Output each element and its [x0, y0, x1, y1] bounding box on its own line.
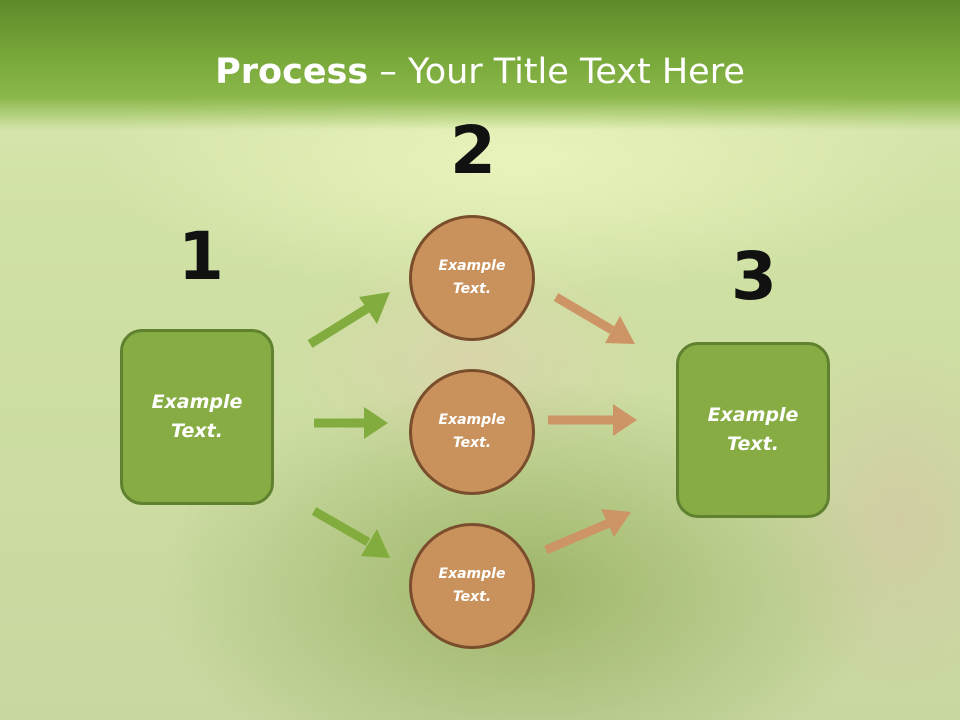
step-3-box: Example Text. — [676, 342, 830, 518]
step-number-2: 2 — [450, 112, 496, 189]
step-number-3: 3 — [731, 238, 777, 315]
arrow-green-down — [311, 507, 390, 558]
arrow-tan-down — [553, 293, 635, 344]
step-1-text: Example Text. — [151, 391, 243, 442]
step-2-circle-bottom: Example Text. — [409, 523, 535, 649]
circle-text-bottom: Example Text. — [438, 566, 506, 605]
step-3-text: Example Text. — [707, 404, 799, 455]
step-number-1: 1 — [178, 218, 224, 295]
circle-text-middle: Example Text. — [438, 412, 506, 451]
arrow-tan-up — [544, 509, 631, 555]
step-1-box: Example Text. — [120, 329, 274, 505]
arrow-green-right — [314, 407, 388, 439]
step-2-circle-middle: Example Text. — [409, 369, 535, 495]
title-rest: – Your Title Text Here — [368, 52, 745, 92]
title-bold: Process — [215, 52, 369, 92]
circle-text-top: Example Text. — [438, 258, 506, 297]
step-2-circle-top: Example Text. — [409, 215, 535, 341]
slide-title: Process – Your Title Text Here — [0, 52, 960, 92]
title-bar — [0, 0, 960, 130]
arrow-green-up — [307, 292, 390, 348]
arrow-tan-right — [548, 404, 637, 436]
